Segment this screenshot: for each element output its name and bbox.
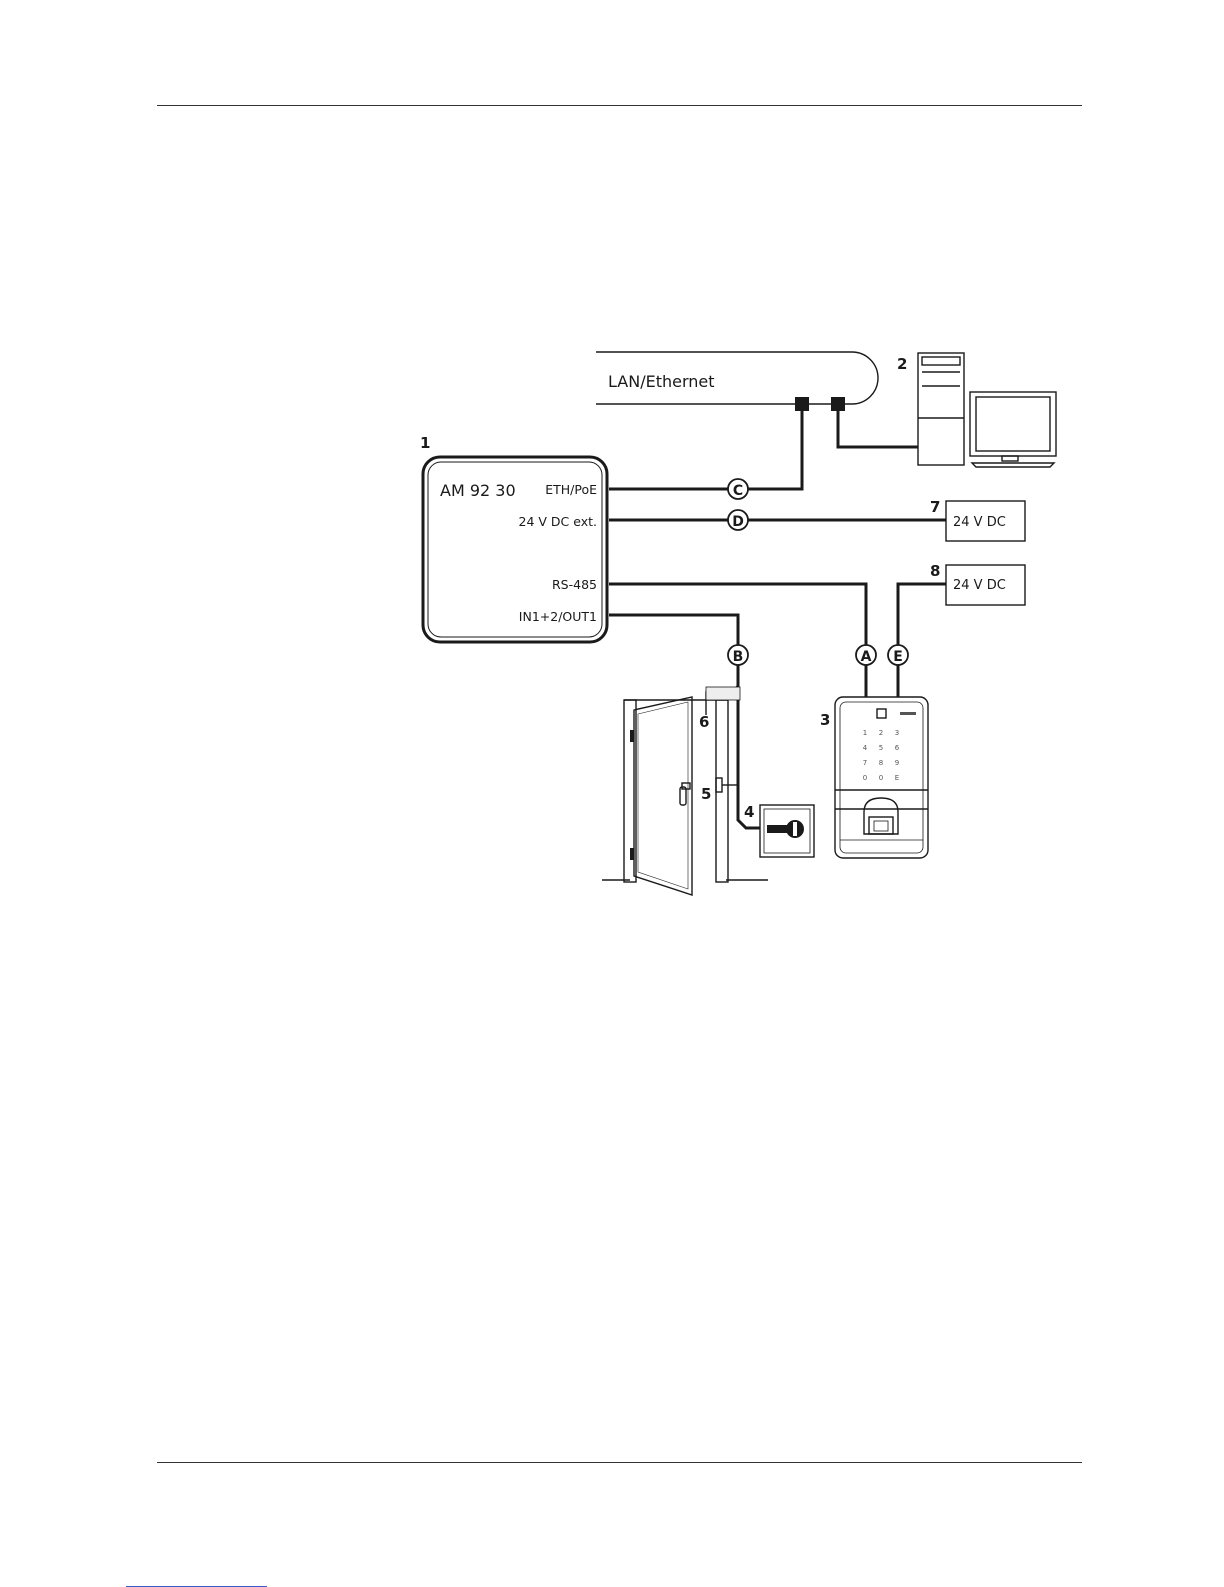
lan-bus: LAN/Ethernet (596, 352, 878, 411)
svg-text:8: 8 (879, 759, 883, 767)
computer-icon (918, 353, 1056, 467)
lan-label: LAN/Ethernet (608, 372, 715, 391)
computer-number: 2 (897, 355, 907, 373)
key-icon (767, 825, 787, 833)
svg-text:C: C (733, 483, 743, 499)
door-opener-number: 6 (699, 713, 709, 731)
cable-b-marker: B (728, 645, 748, 665)
psu-reader-label: 24 V DC (953, 578, 1006, 593)
port-eth-label: ETH/PoE (545, 482, 597, 497)
cable-e-marker: E (888, 645, 908, 665)
reader-number: 3 (820, 711, 830, 729)
door-contact-number: 5 (701, 785, 711, 803)
led-indicator (877, 709, 886, 718)
cable-d-marker: D (728, 510, 748, 530)
svg-text:E: E (893, 649, 903, 665)
port-power-label: 24 V DC ext. (519, 514, 597, 529)
door-opener-strike (706, 687, 740, 700)
svg-text:A: A (861, 649, 872, 665)
door (602, 687, 768, 895)
svg-text:4: 4 (863, 744, 868, 752)
door-contact-sensor (716, 778, 722, 792)
port-rs485-label: RS-485 (552, 577, 597, 592)
cable-e-line (898, 584, 946, 697)
svg-text:0: 0 (863, 774, 867, 782)
cable-c-line (609, 411, 802, 489)
lan-jack-controller (795, 397, 809, 411)
cable-c-marker: C (728, 479, 748, 499)
controller-model: AM 92 30 (440, 481, 516, 500)
svg-text:3: 3 (895, 729, 899, 737)
svg-text:7: 7 (863, 759, 867, 767)
svg-text:6: 6 (895, 744, 900, 752)
reader-device: 1 2 3 4 5 6 7 8 9 0 0 E (835, 697, 928, 858)
controller-number: 1 (420, 434, 430, 452)
svg-text:0: 0 (879, 774, 883, 782)
key-switch-number: 4 (744, 803, 754, 821)
svg-text:2: 2 (879, 729, 883, 737)
cable-a-marker: A (856, 645, 876, 665)
key-switch (760, 805, 814, 857)
psu-controller-number: 7 (930, 498, 940, 516)
svg-text:B: B (733, 649, 744, 665)
lan-jack-computer (831, 397, 845, 411)
door-lock-cylinder (680, 787, 686, 805)
computer-lan-line (838, 411, 918, 447)
svg-text:5: 5 (879, 744, 883, 752)
svg-text:9: 9 (895, 759, 899, 767)
svg-text:E: E (895, 774, 899, 782)
svg-text:D: D (732, 514, 744, 530)
svg-text:1: 1 (863, 729, 867, 737)
psu-reader-number: 8 (930, 562, 940, 580)
port-io-label: IN1+2/OUT1 (519, 609, 597, 624)
psu-controller-label: 24 V DC (953, 515, 1006, 530)
